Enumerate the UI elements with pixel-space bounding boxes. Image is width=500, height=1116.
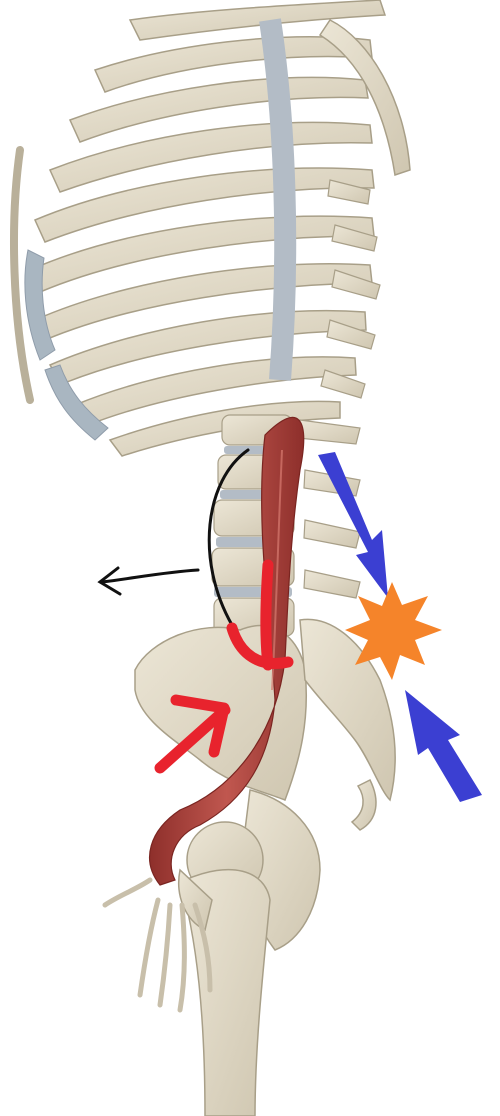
femur: [179, 822, 270, 1116]
coccyx: [352, 780, 376, 830]
